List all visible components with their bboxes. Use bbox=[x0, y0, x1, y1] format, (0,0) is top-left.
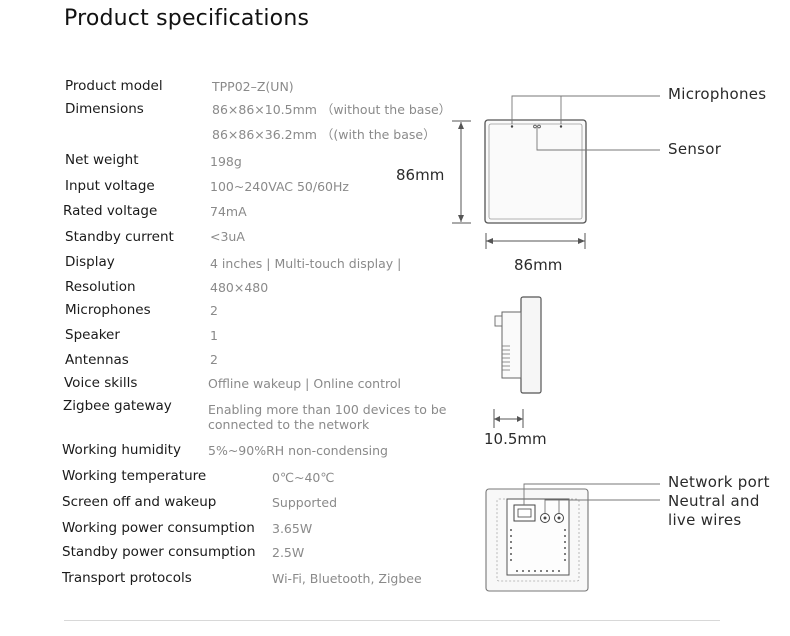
spec-label-working-power: Working power consumption bbox=[62, 520, 255, 536]
spec-value-dimensions-base: 86×86×36.2mm （(with the base） bbox=[212, 127, 436, 142]
spec-value-input-voltage: 100~240VAC 50/60Hz bbox=[210, 179, 349, 194]
callout-neutral-live-1: Neutral and bbox=[668, 492, 760, 510]
front-view-diagram bbox=[452, 95, 660, 249]
callout-network-port: Network port bbox=[668, 473, 770, 491]
spec-label-antennas: Antennas bbox=[65, 352, 129, 368]
spec-value-product-model: TPP02–Z(UN) bbox=[212, 79, 294, 94]
dimension-width: 86mm bbox=[514, 256, 563, 274]
spec-value-zigbee-gateway-2: connected to the network bbox=[208, 417, 370, 432]
spec-value-standby-power: 2.5W bbox=[272, 545, 305, 560]
spec-value-dimensions: 86×86×10.5mm （without the base） bbox=[212, 102, 452, 117]
spec-value-screen-off-wakeup: Supported bbox=[272, 495, 338, 510]
spec-value-antennas: 2 bbox=[210, 352, 218, 367]
spec-label-zigbee-gateway: Zigbee gateway bbox=[63, 398, 172, 414]
spec-value-voice-skills: Offline wakeup | Online control bbox=[208, 376, 401, 391]
spec-label-product-model: Product model bbox=[65, 78, 163, 94]
spec-label-working-humidity: Working humidity bbox=[62, 442, 181, 458]
spec-value-standby-current: <3uA bbox=[210, 229, 245, 244]
spec-value-resolution: 480×480 bbox=[210, 280, 269, 295]
spec-label-dimensions: Dimensions bbox=[65, 101, 144, 117]
callout-neutral-live-2: live wires bbox=[668, 511, 742, 529]
dimension-height: 86mm bbox=[396, 166, 445, 184]
spec-label-input-voltage: Input voltage bbox=[65, 178, 155, 194]
spec-label-screen-off-wakeup: Screen off and wakeup bbox=[62, 494, 217, 510]
spec-label-standby-current: Standby current bbox=[65, 229, 174, 245]
spec-value-zigbee-gateway: Enabling more than 100 devices to be bbox=[208, 402, 447, 417]
spec-label-voice-skills: Voice skills bbox=[64, 375, 138, 391]
spec-value-working-power: 3.65W bbox=[272, 521, 313, 536]
spec-value-transport-protocols: Wi-Fi, Bluetooth, Zigbee bbox=[272, 571, 422, 586]
spec-label-net-weight: Net weight bbox=[65, 152, 139, 168]
spec-value-rated-voltage: 74mA bbox=[210, 204, 247, 219]
spec-label-microphones: Microphones bbox=[65, 302, 151, 318]
bottom-divider bbox=[64, 620, 720, 621]
spec-value-microphones: 2 bbox=[210, 303, 218, 318]
spec-label-working-temperature: Working temperature bbox=[62, 468, 207, 484]
spec-value-display: 4 inches | Multi-touch display | bbox=[210, 256, 402, 271]
spec-value-speaker: 1 bbox=[210, 328, 218, 343]
spec-label-display: Display bbox=[65, 254, 115, 270]
spec-value-working-humidity: 5%~90%RH non-condensing bbox=[208, 443, 388, 458]
dimension-depth: 10.5mm bbox=[484, 430, 547, 448]
spec-label-resolution: Resolution bbox=[65, 279, 136, 295]
spec-value-working-temperature: 0℃~40℃ bbox=[272, 470, 335, 485]
page-title: Product specifications bbox=[64, 6, 310, 31]
callout-microphones: Microphones bbox=[668, 85, 767, 103]
spec-label-rated-voltage: Rated voltage bbox=[63, 203, 158, 219]
callout-sensor: Sensor bbox=[668, 140, 722, 158]
spec-label-standby-power: Standby power consumption bbox=[62, 544, 256, 560]
back-view-diagram bbox=[485, 483, 660, 592]
spec-label-transport-protocols: Transport protocols bbox=[62, 570, 192, 586]
side-view-diagram bbox=[493, 296, 542, 428]
spec-value-net-weight: 198g bbox=[210, 154, 242, 169]
spec-label-speaker: Speaker bbox=[65, 327, 120, 343]
